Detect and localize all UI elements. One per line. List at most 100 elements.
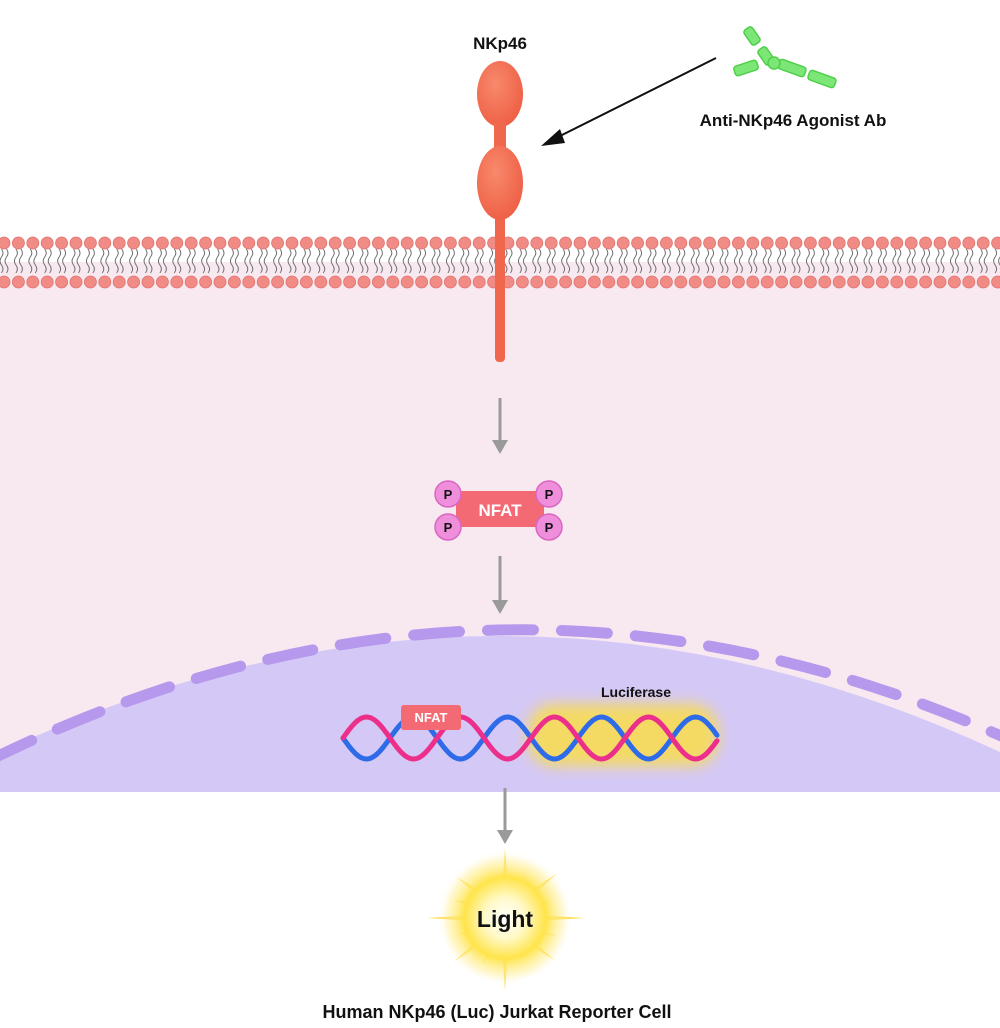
lipid-head — [818, 275, 832, 289]
lipid-head — [976, 275, 990, 289]
lipid-head — [775, 236, 788, 250]
signal-arrow-2 — [492, 556, 508, 614]
lipid-head — [890, 236, 904, 250]
lipid-head — [861, 236, 875, 250]
lipid-tail — [100, 248, 105, 274]
phospho-label: P — [545, 487, 554, 502]
lipid-head — [69, 236, 83, 250]
lipid-head — [0, 236, 11, 250]
lipid-head — [386, 236, 400, 250]
lipid-head — [732, 236, 745, 250]
lipid-tail — [445, 248, 450, 274]
dna-nfat-label: NFAT — [415, 710, 448, 725]
lipid-head — [415, 275, 429, 289]
lipid-tail — [364, 248, 369, 274]
lipid-tail — [330, 248, 335, 274]
lipid-head — [631, 275, 644, 289]
lipid-tail — [935, 248, 940, 274]
lipid-head — [357, 236, 371, 250]
lipid-head — [660, 236, 673, 250]
lipid-head — [674, 275, 688, 289]
lipid-head — [616, 236, 630, 250]
lipid-bilayer — [0, 236, 1000, 289]
lipid-tail — [810, 248, 815, 274]
lipid-tail — [186, 248, 191, 274]
lipid-tail — [911, 248, 916, 274]
lipid-tail — [42, 248, 47, 274]
lipid-tail — [148, 248, 153, 274]
lipid-head — [11, 275, 25, 289]
lipid-tail — [575, 248, 580, 274]
lipid-tail — [969, 248, 974, 274]
lipid-tail — [489, 248, 494, 274]
lipid-head — [357, 275, 371, 289]
lipid-tail — [201, 248, 206, 274]
lipid-tail — [647, 248, 652, 274]
lipid-head — [271, 236, 285, 250]
lipid-tail — [378, 248, 383, 274]
phospho-label: P — [444, 487, 453, 502]
lipid-head — [184, 236, 198, 250]
lipid-tail — [561, 248, 566, 274]
lipid-head — [98, 236, 112, 250]
lipid-tail — [589, 248, 594, 274]
lipid-head — [688, 236, 702, 250]
lipid-tail — [508, 248, 513, 274]
lipid-tail — [162, 248, 167, 274]
lipid-head — [631, 236, 644, 250]
lipid-tail — [618, 248, 623, 274]
lipid-head — [760, 236, 774, 250]
signal-arrow-3 — [497, 788, 513, 844]
lipid-head — [703, 275, 716, 289]
lipid-tail — [105, 248, 110, 274]
lipid-head — [371, 236, 385, 250]
lipid-head — [991, 275, 1000, 289]
lipid-head — [84, 275, 97, 289]
lipid-head — [516, 275, 529, 289]
lipid-tail — [71, 248, 76, 274]
lipid-head — [559, 275, 572, 289]
lipid-head — [645, 236, 659, 250]
lipid-tail — [638, 248, 643, 274]
lipid-head — [904, 236, 918, 250]
lipid-tail — [566, 248, 571, 274]
nfat-box — [456, 491, 544, 527]
lipid-tail — [28, 248, 33, 274]
lipid-head — [141, 236, 155, 250]
lipid-head — [199, 236, 213, 250]
lipid-tail — [805, 248, 810, 274]
lipid-tail — [287, 248, 292, 274]
lipid-head — [55, 275, 68, 289]
lipid-head — [271, 275, 285, 289]
lipid-tail — [177, 248, 182, 274]
lipid-tail — [949, 248, 954, 274]
lipid-head — [962, 236, 976, 250]
lipid-head — [645, 275, 659, 289]
lipid-tail — [724, 248, 729, 274]
lipid-head — [948, 236, 961, 250]
lipid-tail — [661, 248, 666, 274]
lipid-tail — [417, 248, 422, 274]
nucleus — [0, 636, 1000, 792]
lipid-head — [26, 275, 40, 289]
lipid-head — [674, 236, 688, 250]
lipid-head — [11, 236, 25, 250]
antibody-label: Anti-NKp46 Agonist Ab — [700, 111, 887, 130]
lipid-head — [256, 275, 270, 289]
lipid-head — [227, 275, 241, 289]
lipid-tail — [854, 248, 859, 274]
lipid-head — [429, 275, 443, 289]
lipid-tail — [479, 248, 484, 274]
lipid-head — [400, 236, 414, 250]
lipid-head — [804, 236, 817, 250]
lipid-head — [40, 236, 54, 250]
lipid-tail — [402, 248, 407, 274]
lipid-head — [876, 275, 889, 289]
lipid-head — [804, 275, 817, 289]
binding-arrowhead — [541, 129, 565, 146]
lipid-head — [962, 275, 976, 289]
lipid-tail — [220, 248, 225, 274]
lipid-head — [717, 275, 731, 289]
lipid-head — [789, 236, 803, 250]
nkp46-receptor — [477, 61, 523, 362]
